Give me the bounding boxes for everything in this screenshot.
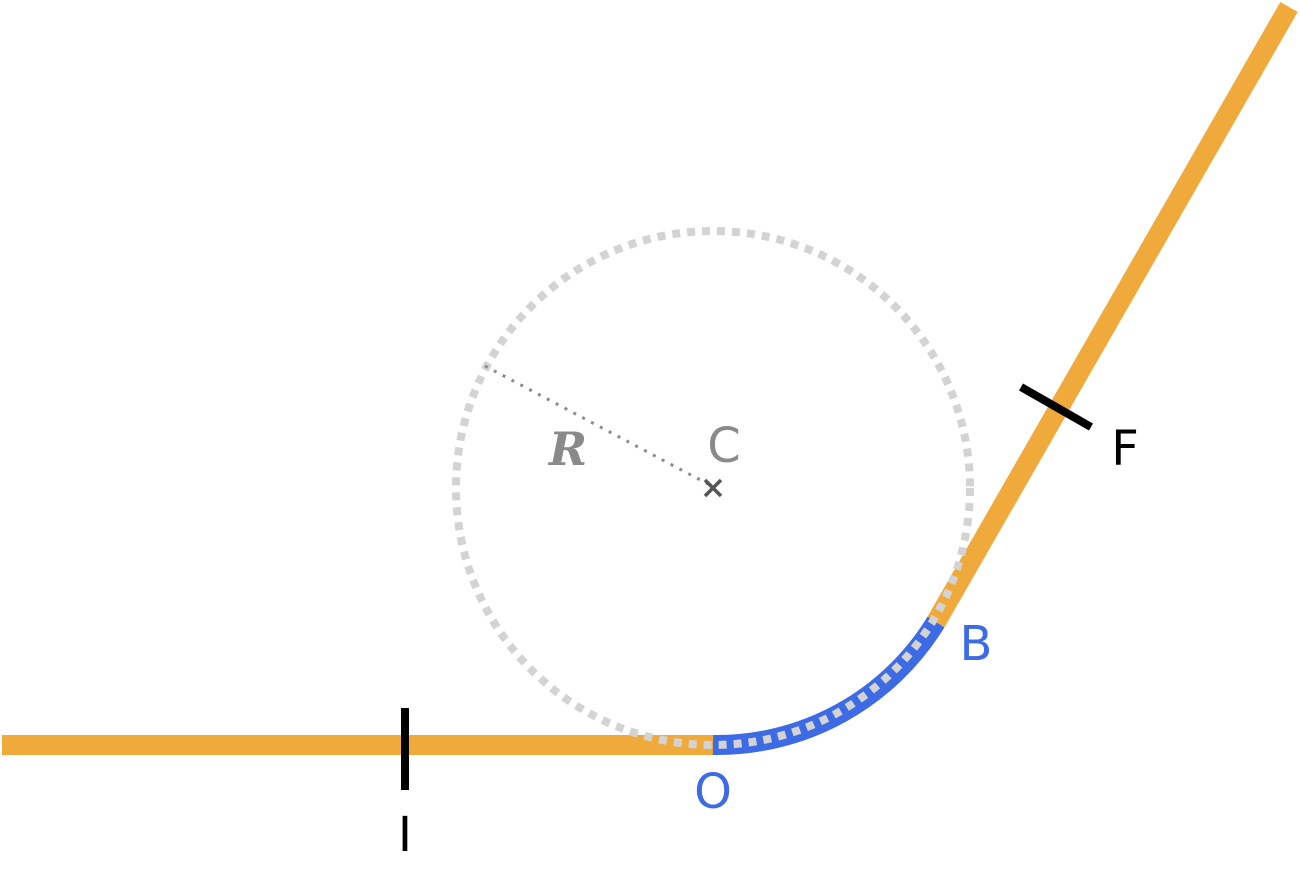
label-finish: F [1111, 421, 1139, 477]
label-radius: R [547, 422, 587, 476]
label-center: C [707, 418, 741, 474]
reference-circle [452, 227, 974, 749]
finish-tick [1019, 383, 1093, 431]
label-arc-end: B [960, 616, 993, 672]
curve-arc-path [712, 616, 945, 756]
label-origin: O [694, 764, 732, 820]
label-start: I [398, 807, 412, 863]
x-mark-icon [703, 478, 723, 498]
exit-straight-path [927, 2, 1298, 627]
radius-line [484, 364, 709, 486]
